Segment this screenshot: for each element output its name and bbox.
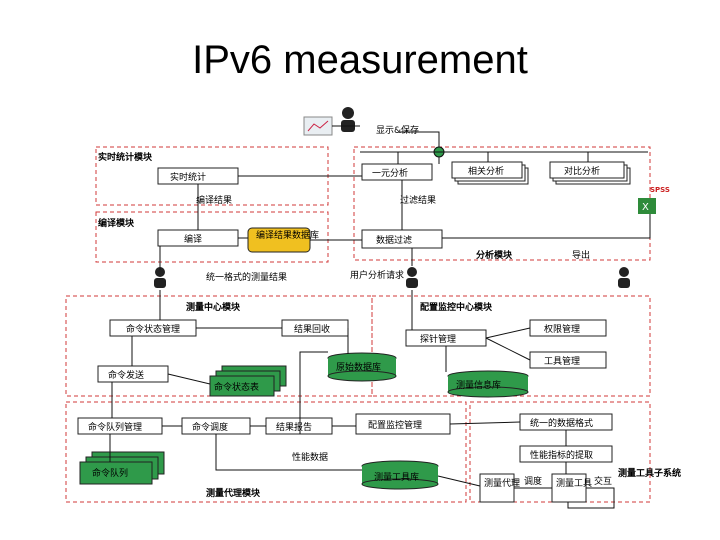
svg-text:统一的数据格式: 统一的数据格式 bbox=[530, 417, 593, 429]
compile-result-db: 编译结果数据库 bbox=[247, 227, 319, 253]
svg-text:权限管理: 权限管理 bbox=[544, 323, 580, 335]
raw-db: 原始数据库 bbox=[327, 352, 397, 382]
svg-text:配置监控管理: 配置监控管理 bbox=[368, 419, 422, 431]
cmd-queue bbox=[79, 461, 153, 485]
center-module-header: 测量中心模块 bbox=[186, 301, 241, 313]
measure-tool-db: 测量工具库 bbox=[361, 460, 439, 490]
correlation-box bbox=[451, 161, 523, 179]
compile-region bbox=[95, 211, 329, 263]
svg-text:命令发送: 命令发送 bbox=[108, 369, 144, 381]
schedule-label: 调度 bbox=[524, 475, 542, 487]
user-request-label: 用户分析请求 bbox=[350, 269, 404, 281]
one-var-box bbox=[361, 163, 433, 181]
perf-data-label: 性能数据 bbox=[292, 451, 328, 463]
svg-text:数据过滤: 数据过滤 bbox=[376, 234, 412, 246]
svg-text:对比分析: 对比分析 bbox=[564, 165, 600, 177]
measure-info-db: 测量信息库 bbox=[447, 370, 529, 398]
tool-subsys-header: 测量工具子系统 bbox=[618, 467, 681, 479]
person-icon-left bbox=[154, 267, 166, 288]
export-label: 导出 bbox=[572, 249, 590, 261]
monitor-icon bbox=[303, 116, 333, 136]
config-module-header: 配置监控中心模块 bbox=[420, 301, 493, 313]
measure-agent-box bbox=[479, 473, 515, 503]
excel-icon: X bbox=[638, 198, 656, 214]
svg-text:命令队列管理: 命令队列管理 bbox=[88, 421, 142, 433]
svg-text:测量工具库: 测量工具库 bbox=[374, 471, 419, 483]
svg-text:X: X bbox=[642, 202, 649, 213]
filter-result-label: 过滤结果 bbox=[400, 194, 436, 206]
svg-text:命令状态表: 命令状态表 bbox=[214, 381, 259, 393]
analysis-module-header: 分析模块 bbox=[476, 249, 513, 261]
unified-format-label: 统一格式的测量结果 bbox=[206, 271, 287, 283]
svg-text:原始数据库: 原始数据库 bbox=[336, 361, 381, 373]
svg-text:命令队列: 命令队列 bbox=[92, 467, 128, 479]
svg-text:一元分析: 一元分析 bbox=[372, 167, 408, 179]
realtime-module-header: 实时统计模块 bbox=[98, 151, 153, 163]
svg-text:实时统计: 实时统计 bbox=[170, 171, 206, 183]
svg-text:工具管理: 工具管理 bbox=[544, 355, 580, 367]
display-save-label: 显示&保存 bbox=[376, 124, 419, 136]
slide-title: IPv6 measurement bbox=[192, 38, 528, 82]
agent-module-header: 测量代理模块 bbox=[206, 487, 261, 499]
svg-text:测量信息库: 测量信息库 bbox=[456, 379, 501, 391]
connectors bbox=[109, 125, 651, 509]
person-icon-right bbox=[618, 267, 630, 288]
svg-text:测量代理: 测量代理 bbox=[484, 478, 520, 489]
svg-text:相关分析: 相关分析 bbox=[468, 165, 504, 177]
spss-label: SPSS bbox=[650, 186, 670, 194]
interact-label: 交互 bbox=[594, 475, 612, 487]
svg-text:结果回收: 结果回收 bbox=[294, 323, 330, 335]
svg-text:性能指标的提取: 性能指标的提取 bbox=[530, 449, 593, 461]
cmd-status-table bbox=[209, 375, 275, 397]
svg-text:探针管理: 探针管理 bbox=[420, 333, 456, 345]
agent-region bbox=[65, 401, 467, 503]
comparison-box bbox=[549, 161, 625, 179]
svg-text:编译结果数据库: 编译结果数据库 bbox=[256, 229, 319, 241]
person-icon bbox=[341, 107, 355, 132]
compile-result-label: 编译结果 bbox=[196, 194, 232, 206]
svg-text:编译: 编译 bbox=[184, 233, 202, 245]
compile-module-header: 编译模块 bbox=[98, 217, 135, 229]
svg-text:结果报告: 结果报告 bbox=[276, 421, 312, 433]
svg-text:测量工具: 测量工具 bbox=[556, 478, 592, 489]
svg-text:命令状态管理: 命令状态管理 bbox=[126, 323, 180, 335]
svg-text:命令调度: 命令调度 bbox=[192, 421, 228, 433]
person-icon-mid bbox=[406, 267, 418, 288]
